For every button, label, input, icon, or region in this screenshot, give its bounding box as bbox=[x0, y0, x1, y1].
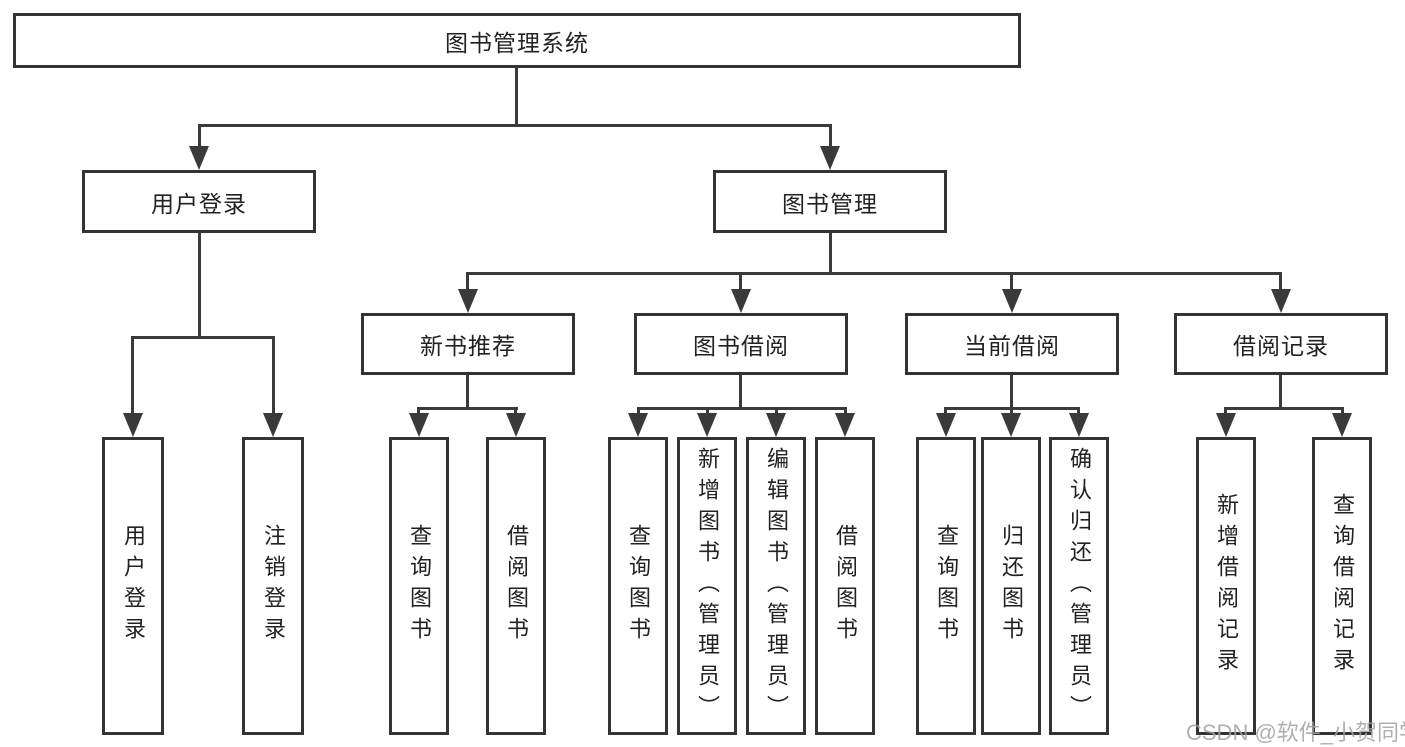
node-label: 借阅记录 bbox=[1233, 333, 1329, 359]
node-user-login: 用户登录 bbox=[82, 170, 316, 233]
watermark: CSDN @软件_小贺同学 bbox=[1186, 720, 1405, 745]
node-label: 当前借阅 bbox=[964, 333, 1060, 359]
edge-line bbox=[131, 336, 275, 339]
leaf-current-query-books: 查询图书 bbox=[916, 437, 976, 735]
node-label: 用户登录 bbox=[151, 190, 247, 217]
leaf-label: 编辑图书（管理员） bbox=[764, 446, 789, 726]
leaf-label: 注销登录 bbox=[261, 524, 286, 648]
edge-arrowhead bbox=[263, 413, 283, 437]
leaf-label: 查询图书 bbox=[934, 524, 959, 648]
node-label: 新书推荐 bbox=[420, 333, 516, 359]
leaf-borrow-edit-books-admin: 编辑图书（管理员） bbox=[746, 437, 806, 735]
edge-line bbox=[1224, 407, 1227, 415]
node-current-borrow: 当前借阅 bbox=[905, 313, 1119, 375]
edge-line bbox=[466, 272, 469, 292]
edge-arrowhead bbox=[189, 146, 209, 170]
edge-line bbox=[844, 407, 847, 415]
edge-line bbox=[417, 407, 420, 415]
edge-arrowhead bbox=[1001, 413, 1021, 437]
edge-arrowhead bbox=[697, 413, 717, 437]
node-label: 图书管理系统 bbox=[445, 29, 589, 56]
edge-line bbox=[198, 124, 201, 148]
edge-arrowhead bbox=[458, 289, 478, 313]
edge-line bbox=[775, 407, 778, 415]
edge-arrowhead bbox=[835, 413, 855, 437]
edge-line bbox=[829, 124, 832, 148]
edge-arrowhead bbox=[123, 413, 143, 437]
edge-arrowhead bbox=[820, 146, 840, 170]
edge-arrowhead bbox=[1069, 413, 1089, 437]
node-label: 图书管理 bbox=[782, 190, 878, 217]
edge-arrowhead bbox=[1271, 289, 1291, 313]
edge-arrowhead bbox=[506, 413, 526, 437]
node-library-system: 图书管理系统 bbox=[13, 13, 1021, 68]
leaf-logout: 注销登录 bbox=[242, 437, 304, 735]
edge-line bbox=[515, 68, 518, 126]
leaf-label: 新增借阅记录 bbox=[1214, 493, 1239, 679]
edge-line bbox=[1010, 375, 1013, 409]
leaf-label: 新增图书（管理员） bbox=[695, 446, 720, 726]
leaf-borrow-query-books: 查询图书 bbox=[608, 437, 668, 735]
leaf-label: 借阅图书 bbox=[504, 524, 529, 648]
edge-line bbox=[198, 124, 832, 127]
edge-arrowhead bbox=[1002, 289, 1022, 313]
edge-line bbox=[739, 375, 742, 409]
leaf-label: 查询图书 bbox=[626, 524, 651, 648]
edge-line bbox=[131, 336, 134, 416]
leaf-label: 确认归还（管理员） bbox=[1067, 446, 1092, 726]
edge-arrowhead bbox=[1216, 413, 1236, 437]
edge-line bbox=[1224, 407, 1344, 410]
edge-arrowhead bbox=[1332, 413, 1352, 437]
node-book-management: 图书管理 bbox=[713, 170, 947, 233]
leaf-borrow-add-books-admin: 新增图书（管理员） bbox=[677, 437, 737, 735]
node-borrow-records: 借阅记录 bbox=[1174, 313, 1388, 375]
edge-line bbox=[417, 407, 518, 410]
edge-line bbox=[829, 233, 832, 274]
leaf-label: 用户登录 bbox=[121, 524, 146, 648]
node-new-book-recommend: 新书推荐 bbox=[361, 313, 575, 375]
leaf-records-add-record: 新增借阅记录 bbox=[1196, 437, 1256, 735]
edge-line bbox=[466, 375, 469, 409]
edge-line bbox=[637, 407, 846, 410]
node-book-borrow: 图书借阅 bbox=[634, 313, 848, 375]
leaf-label: 查询借阅记录 bbox=[1330, 493, 1355, 679]
edge-line bbox=[1077, 407, 1080, 415]
edge-line bbox=[466, 272, 1282, 275]
leaf-recommend-query-books: 查询图书 bbox=[389, 437, 449, 735]
edge-line bbox=[706, 407, 709, 415]
edge-line bbox=[739, 272, 742, 292]
leaf-recommend-borrow-books: 借阅图书 bbox=[486, 437, 546, 735]
edge-line bbox=[1341, 407, 1344, 415]
edge-line bbox=[1010, 407, 1013, 415]
leaf-label: 查询图书 bbox=[407, 524, 432, 648]
leaf-current-return-books: 归还图书 bbox=[981, 437, 1041, 735]
leaf-current-confirm-return-admin: 确认归还（管理员） bbox=[1049, 437, 1109, 735]
leaf-label: 借阅图书 bbox=[833, 524, 858, 648]
edge-line bbox=[198, 233, 201, 338]
edge-line bbox=[1010, 272, 1013, 292]
edge-line bbox=[514, 407, 517, 415]
leaf-borrow-borrow-books: 借阅图书 bbox=[815, 437, 875, 735]
edge-line bbox=[272, 336, 275, 416]
edge-arrowhead bbox=[936, 413, 956, 437]
node-label: 图书借阅 bbox=[693, 333, 789, 359]
edge-arrowhead bbox=[731, 289, 751, 313]
edge-line bbox=[1279, 272, 1282, 292]
edge-line bbox=[637, 407, 640, 415]
edge-arrowhead bbox=[628, 413, 648, 437]
leaf-label: 归还图书 bbox=[999, 524, 1024, 648]
leaf-records-query-record: 查询借阅记录 bbox=[1312, 437, 1372, 735]
leaf-user-login: 用户登录 bbox=[102, 437, 164, 735]
edge-line bbox=[944, 407, 947, 415]
edge-arrowhead bbox=[409, 413, 429, 437]
edge-arrowhead bbox=[766, 413, 786, 437]
edge-line bbox=[1279, 375, 1282, 409]
